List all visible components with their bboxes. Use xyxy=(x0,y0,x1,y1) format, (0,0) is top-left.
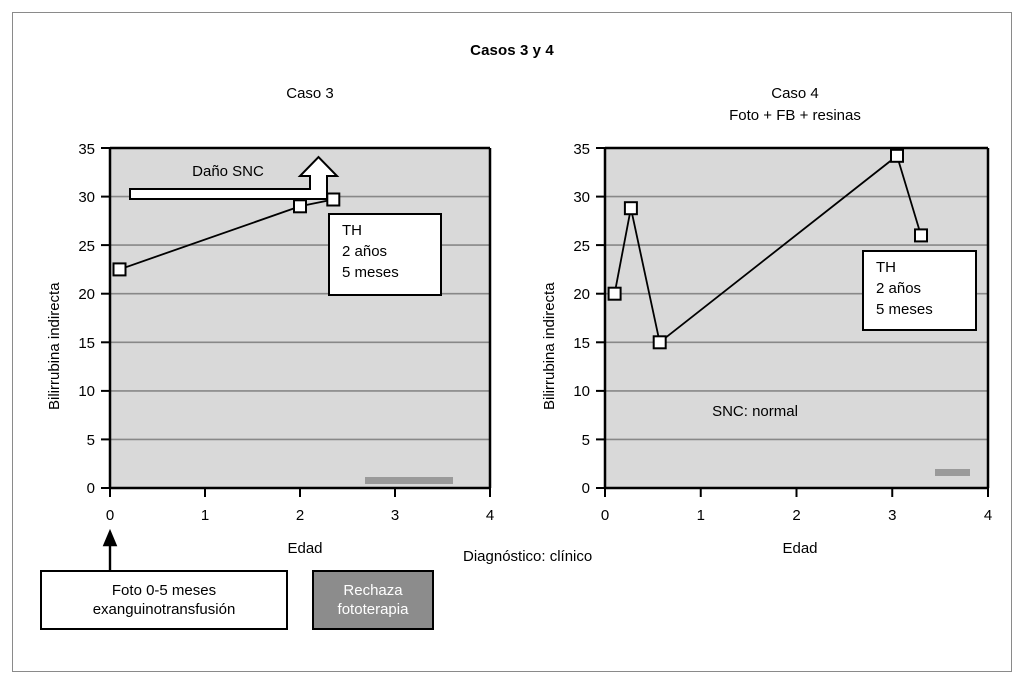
th-box-right: TH 2 años 5 meses xyxy=(862,250,977,331)
th-box-left: TH 2 años 5 meses xyxy=(328,213,442,296)
y-axis-label-right: Bilirrubina indirecta xyxy=(541,282,558,410)
x-axis-label-right: Edad xyxy=(782,540,818,557)
legend-foto-line1: Foto 0-5 meses xyxy=(111,582,217,599)
y-axis-label-left: Bilirrubina indirecta xyxy=(46,282,63,410)
page-title: Casos 3 y 4 xyxy=(470,42,554,59)
th-box-line3: 5 meses xyxy=(342,264,399,281)
x-axis-label-left: Edad xyxy=(287,540,323,557)
panel-title-left: Caso 3 xyxy=(286,85,334,102)
legend-rechaza-line2: fototerapia xyxy=(337,601,409,618)
th-box-right-line2: 2 años xyxy=(876,280,922,297)
th-box-line2: 2 años xyxy=(342,243,388,260)
th-box-right-line1: TH xyxy=(876,259,896,276)
legend-foto-box: Foto 0-5 meses exanguinotransfusión xyxy=(40,570,288,630)
th-box-right-line3: 5 meses xyxy=(876,301,933,318)
diagnostico-caption: Diagnóstico: clínico xyxy=(463,548,593,565)
legend-rechaza-box: Rechaza fototerapia xyxy=(312,570,434,630)
th-box-line1: TH xyxy=(342,222,362,239)
panel-title-right: Caso 4 xyxy=(771,85,819,102)
legend-rechaza-line1: Rechaza xyxy=(343,582,403,599)
legend-foto-line2: exanguinotransfusión xyxy=(92,601,236,618)
panel-subtitle-right: Foto + FB + resinas xyxy=(729,107,861,124)
